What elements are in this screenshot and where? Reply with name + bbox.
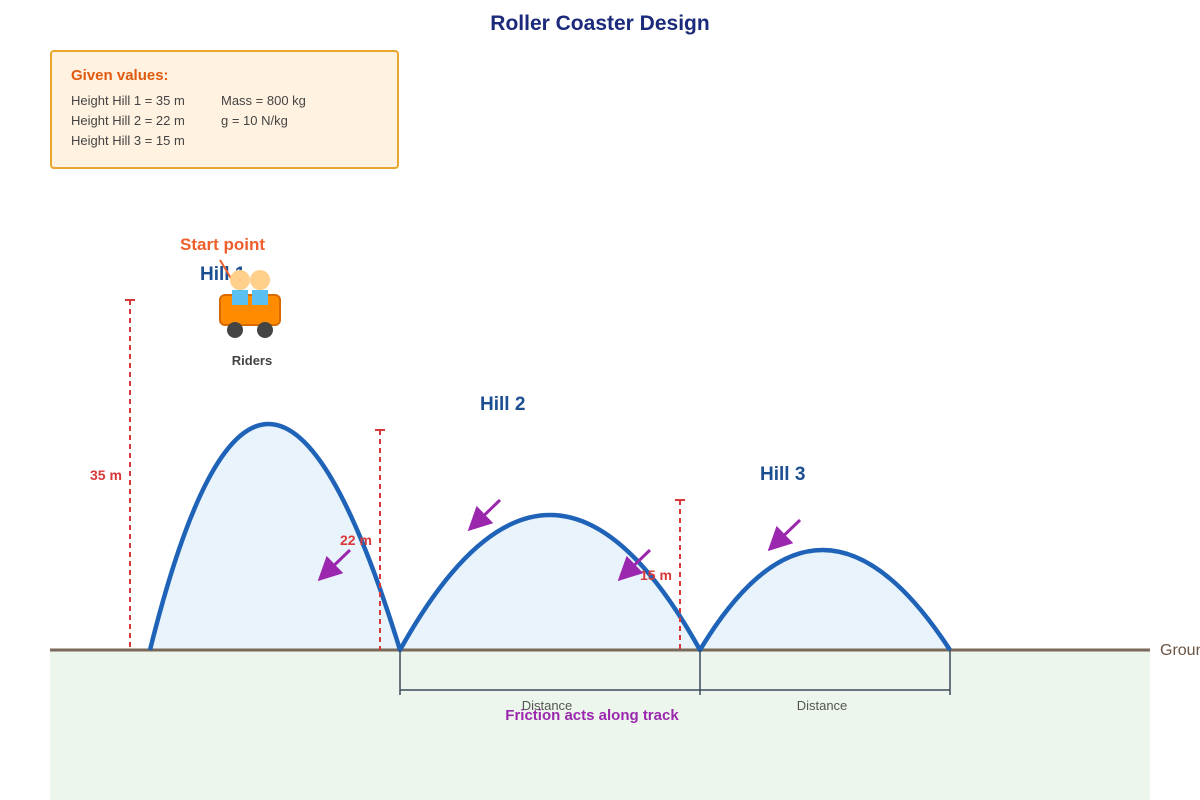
hill-2-label: Hill 2 — [480, 394, 525, 415]
hill-1-fill — [150, 424, 400, 650]
distance-label-1: Distance — [522, 698, 573, 713]
coaster-track — [147, 422, 952, 653]
height-marker-hill-1 — [125, 299, 135, 650]
height-label-hill-3: 15 m — [640, 567, 672, 583]
friction-arrow — [317, 548, 352, 582]
friction-arrow — [467, 498, 502, 532]
riders-label: Riders — [232, 353, 272, 368]
given-values-title: Given values: — [71, 67, 169, 84]
cart-body — [219, 294, 281, 326]
cart-wheel — [257, 322, 273, 338]
given-height-hill-1: Height Hill 1 = 35 m — [71, 93, 185, 108]
distance-label-2: Distance — [797, 698, 848, 713]
height-label-hill-1: 35 m — [90, 467, 122, 483]
ground-area — [50, 650, 1150, 800]
distance-bracket-2 — [700, 650, 951, 695]
ground-label: Ground — [1160, 642, 1200, 659]
rider-body — [252, 290, 268, 305]
height-marker-hill-3 — [675, 499, 685, 650]
given-height-hill-3: Height Hill 3 = 15 m — [71, 133, 185, 148]
given-height-hill-2: Height Hill 2 = 22 m — [71, 113, 185, 128]
diagram-title: Roller Coaster Design — [490, 12, 709, 35]
friction-arrow — [767, 518, 802, 552]
height-label-hill-2: 22 m — [340, 532, 372, 548]
distance-bracket-1 — [399, 650, 701, 695]
start-point-label: Start point — [180, 235, 265, 254]
rider-head — [230, 270, 250, 290]
given-values-box: Given values: Height Hill 1 = 35 m Mass … — [50, 50, 399, 169]
coaster-cart — [219, 270, 281, 338]
rider-head — [250, 270, 270, 290]
friction-arrow — [617, 548, 652, 582]
rider-body — [232, 290, 248, 305]
given-gravity: g = 10 N/kg — [221, 113, 288, 128]
start-pointer — [219, 259, 233, 281]
given-mass: Mass = 800 kg — [221, 93, 306, 108]
height-marker-hill-2 — [375, 429, 385, 650]
cart-wheel — [227, 322, 243, 338]
hill-3-label: Hill 3 — [760, 464, 805, 485]
friction-label: Friction acts along track — [505, 707, 679, 724]
